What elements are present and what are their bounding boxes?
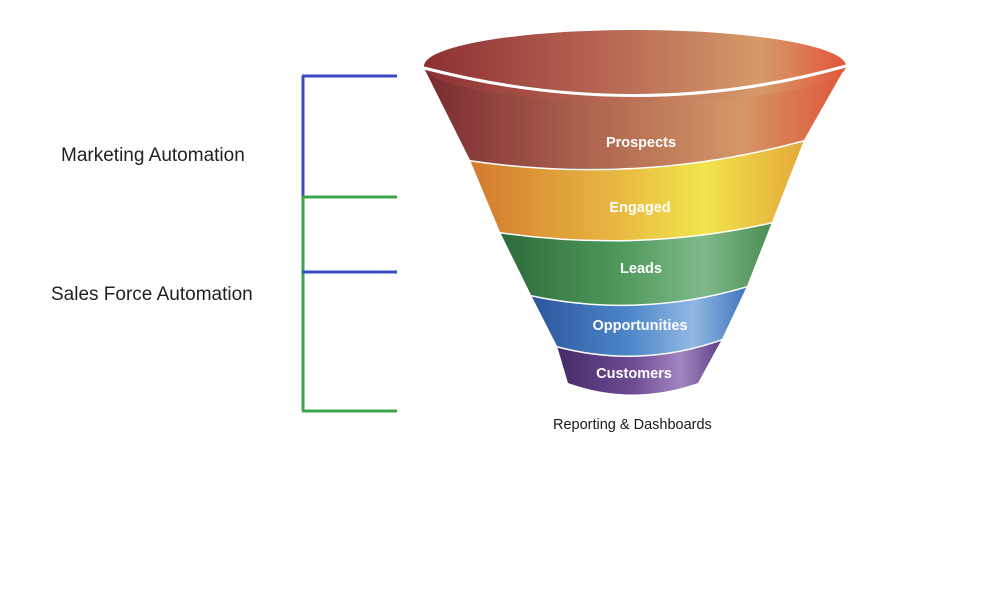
sales-force-automation-label: Sales Force Automation (51, 284, 253, 305)
stage-label-engaged: Engaged (609, 200, 670, 216)
stage-label-leads: Leads (620, 261, 662, 277)
stage-label-customers: Customers (596, 366, 672, 382)
funnel-stage-prospects: Prospects (423, 30, 847, 169)
marketing-automation-label: Marketing Automation (61, 145, 245, 166)
sales-bracket (301, 195, 397, 413)
funnel-caption: Reporting & Dashboards (553, 417, 712, 433)
stage-label-prospects: Prospects (606, 135, 676, 151)
marketing-bracket (301, 74, 397, 197)
stage-label-opportunities: Opportunities (592, 318, 687, 334)
